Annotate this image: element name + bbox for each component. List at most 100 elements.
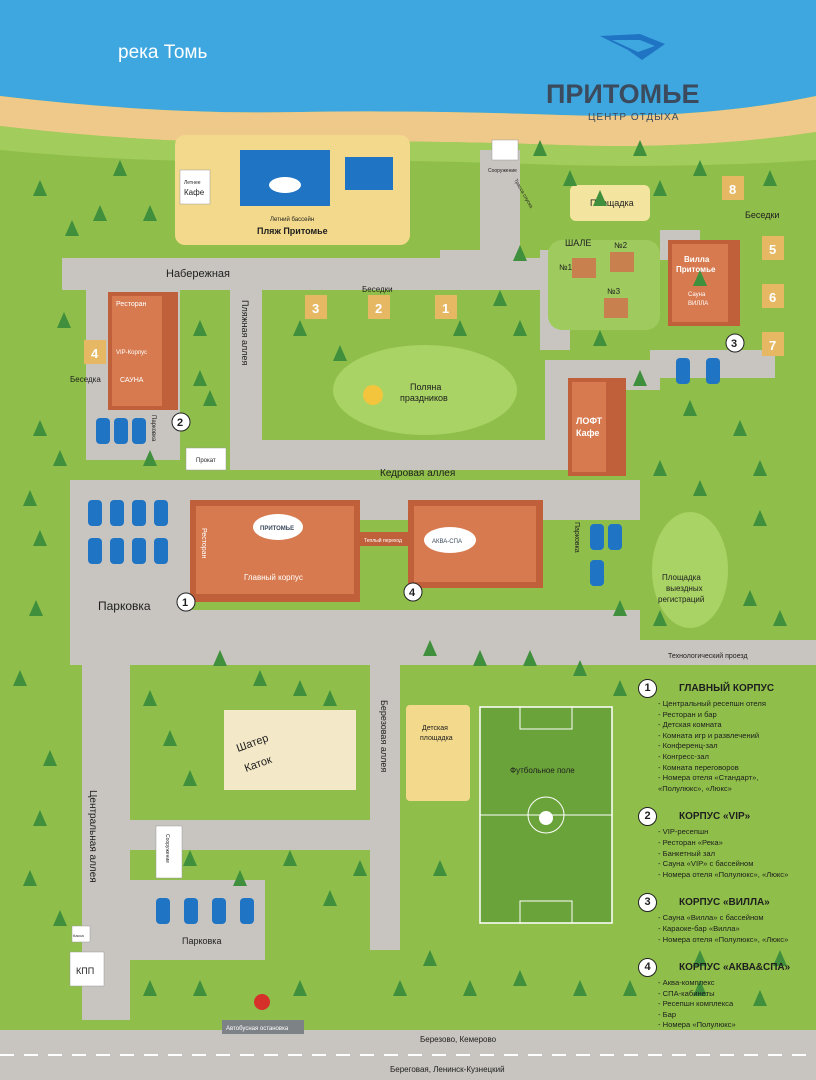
facility-top bbox=[491, 139, 519, 161]
tree-icon bbox=[653, 180, 667, 196]
tree-icon bbox=[203, 390, 217, 406]
tree-icon bbox=[143, 450, 157, 466]
tree-icon bbox=[533, 140, 547, 156]
tree-icon bbox=[433, 860, 447, 876]
car-icon bbox=[110, 538, 124, 564]
gazebo-3[interactable]: 3 bbox=[305, 295, 327, 319]
tree-icon bbox=[693, 950, 707, 966]
gazebo-7[interactable]: 7 bbox=[762, 332, 784, 356]
tree-icon bbox=[193, 370, 207, 386]
gazebos-right-label: Беседки bbox=[745, 210, 779, 220]
marker-main: 1 bbox=[176, 592, 196, 612]
svg-text:Автобусная остановка: Автобусная остановка bbox=[226, 1026, 289, 1032]
bus-stop[interactable] bbox=[222, 1020, 304, 1034]
legend-item: - СПА-кабинеты bbox=[658, 988, 715, 998]
cedar-alley-label: Кедровая аллея bbox=[380, 468, 455, 479]
tree-icon bbox=[733, 420, 747, 436]
ticket-booth[interactable] bbox=[71, 925, 91, 943]
tree-icon bbox=[633, 370, 647, 386]
tree-icon bbox=[143, 205, 157, 221]
legend-number: 4 bbox=[638, 957, 657, 977]
car-icon bbox=[590, 524, 604, 550]
tree-icon bbox=[43, 750, 57, 766]
tree-icon bbox=[193, 320, 207, 336]
tree-icon bbox=[53, 450, 67, 466]
tent-rink-area[interactable] bbox=[224, 710, 356, 790]
chalet-3[interactable] bbox=[604, 298, 628, 318]
tree-icon bbox=[633, 140, 647, 156]
svg-text:Главный корпус: Главный корпус bbox=[244, 573, 303, 582]
car-icon bbox=[676, 358, 690, 384]
svg-text:1: 1 bbox=[442, 301, 449, 316]
tree-icon bbox=[183, 770, 197, 786]
summer-cafe-label: Кафе bbox=[184, 188, 205, 197]
marker-villa: 3 bbox=[725, 333, 745, 353]
legend-item: - Детская комната bbox=[658, 720, 722, 730]
tree-icon bbox=[293, 680, 307, 696]
gazebo-8[interactable]: 8 bbox=[722, 176, 744, 200]
tree-icon bbox=[563, 170, 577, 186]
legend-item: - Номера отеля «Полулюкс», «Люкс» bbox=[658, 934, 789, 944]
tree-icon bbox=[23, 870, 37, 886]
car-icon bbox=[240, 898, 254, 924]
svg-text:Поляна: Поляна bbox=[410, 382, 441, 392]
gazebo-2[interactable]: 2 bbox=[368, 295, 390, 319]
chalet-1[interactable] bbox=[572, 258, 596, 278]
svg-text:Детская: Детская bbox=[422, 725, 448, 732]
gazebo-5[interactable]: 5 bbox=[762, 236, 784, 260]
tree-icon bbox=[473, 650, 487, 666]
rental-booth[interactable] bbox=[185, 447, 227, 471]
kpp-building[interactable] bbox=[69, 951, 105, 987]
tree-icon bbox=[213, 650, 227, 666]
warm-passage[interactable] bbox=[360, 532, 410, 546]
legend-item: - Бар bbox=[658, 1009, 677, 1019]
svg-text:Футбольное поле: Футбольное поле bbox=[510, 766, 575, 775]
svg-text:VIP-Корпус: VIP-Корпус bbox=[116, 350, 147, 356]
tree-icon bbox=[653, 610, 667, 626]
tree-icon bbox=[113, 160, 127, 176]
tree-icon bbox=[323, 890, 337, 906]
marker-vip: 2 bbox=[171, 412, 191, 432]
legend-item: «Полулюкс», «Люкс» bbox=[658, 783, 732, 793]
tree-icon bbox=[353, 860, 367, 876]
tree-icon bbox=[53, 910, 67, 926]
tree-icon bbox=[613, 680, 627, 696]
gazebo-1[interactable]: 1 bbox=[435, 295, 457, 319]
chalet-label: ШАЛЕ bbox=[565, 238, 591, 248]
tree-icon bbox=[573, 660, 587, 676]
tree-icon bbox=[293, 980, 307, 996]
tree-icon bbox=[323, 690, 337, 706]
playground-top[interactable] bbox=[570, 185, 650, 221]
tree-icon bbox=[763, 170, 777, 186]
svg-text:Кафе: Кафе bbox=[576, 428, 599, 438]
svg-text:3: 3 bbox=[312, 301, 319, 316]
svg-text:Сооружение: Сооружение bbox=[164, 834, 170, 863]
summer-cafe[interactable] bbox=[179, 169, 211, 205]
kids-playground[interactable] bbox=[406, 705, 470, 801]
soccer-ball-icon bbox=[539, 811, 553, 825]
car-icon bbox=[590, 560, 604, 586]
svg-text:5: 5 bbox=[769, 242, 776, 257]
tree-icon bbox=[513, 970, 527, 986]
tree-icon bbox=[423, 950, 437, 966]
legend-item: - Номера отеля «Стандарт», bbox=[658, 773, 759, 783]
tree-icon bbox=[163, 730, 177, 746]
chalet-2[interactable] bbox=[610, 252, 634, 272]
facility-bottom bbox=[155, 825, 183, 879]
tree-icon bbox=[93, 205, 107, 221]
car-icon bbox=[154, 538, 168, 564]
tree-icon bbox=[693, 480, 707, 496]
registration-area[interactable] bbox=[652, 512, 728, 628]
car-icon bbox=[212, 898, 226, 924]
tree-icon bbox=[23, 490, 37, 506]
svg-text:Вилла: Вилла bbox=[684, 255, 710, 264]
holiday-meadow[interactable] bbox=[333, 345, 517, 435]
gazebo-6[interactable]: 6 bbox=[762, 284, 784, 308]
svg-text:Сауна: Сауна bbox=[688, 292, 706, 298]
gazebo-4[interactable]: 4 bbox=[84, 340, 106, 364]
legend-item: - Ресепшн комплекса bbox=[658, 999, 734, 1009]
